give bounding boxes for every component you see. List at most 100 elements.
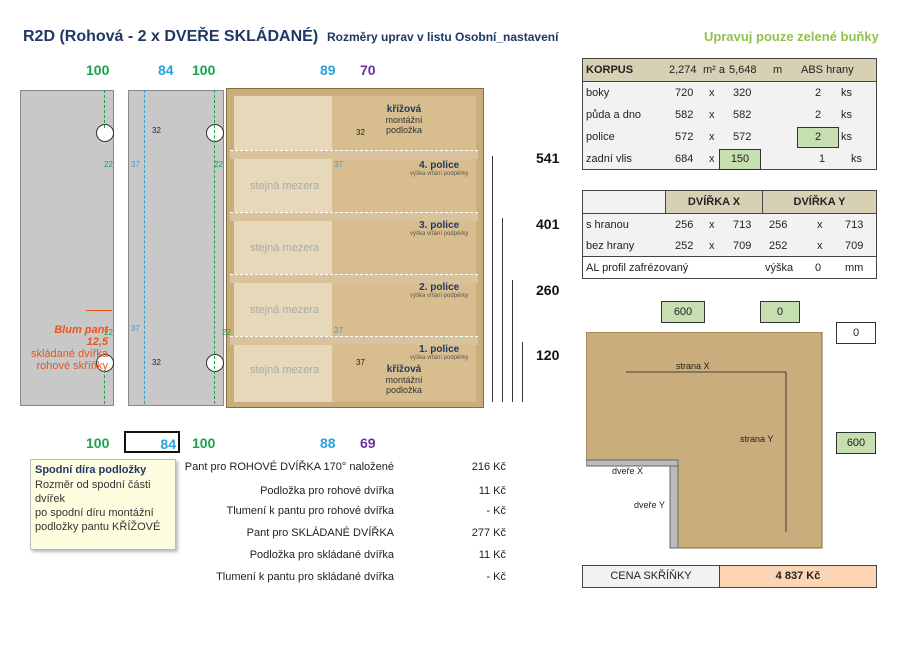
hinge-hole [96,124,114,142]
gap-label: stejná mezera [250,180,320,192]
zadni-vlis-input[interactable]: 150 [719,149,761,170]
strana-x-label: strana X [676,361,710,371]
height-line [502,218,503,402]
row-a: 720 [675,87,694,99]
dim-label: 22 [214,160,223,169]
row-x: x [709,153,715,165]
row-unit: ks [851,153,862,165]
dim-line [214,90,215,404]
row-ya: 256 [769,219,788,231]
top-num-3: 100 [192,62,216,78]
hinge-hole [206,354,224,372]
cabinet-side-view [234,96,332,402]
price-label: Tlumení k pantu pro skládané dvířka [216,571,394,583]
dim-label: 37 [334,326,343,335]
row-x: x [709,219,715,231]
dim-label: 37 [334,160,343,169]
height-line [492,156,493,402]
top-num-1: 100 [86,62,110,78]
podlozka-text: podložka [385,125,423,135]
shelf-sub: výška vrtání podpěrky [410,171,469,177]
shelf-name: 3. police [419,220,460,231]
dvere-x-panel [586,459,679,467]
hinge-hole [206,124,224,142]
info-title: Spodní díra podložky [35,464,147,476]
price-total-label: CENA SKŘÍŇKY [583,566,720,587]
price-value: - Kč [486,571,506,583]
door-panel-corner [20,90,114,406]
dim-label: 32 [152,358,161,367]
korpus-row: zadní vlis 684 x 150 1 ks [583,148,876,170]
plan-input-1[interactable]: 600 [661,301,705,323]
dvirka-x-header: DVÍŘKA X [665,191,763,213]
top-num-2: 84 [158,62,174,78]
dim-label: 22 [222,328,231,337]
korpus-row: boky 720 x 320 2 ks [583,82,876,104]
bottom-num-5: 69 [360,435,376,451]
row-unit: ks [841,109,852,121]
price-value: 11 Kč [478,485,506,497]
row-unit: ks [841,87,852,99]
bottom-num-4: 88 [320,435,336,451]
dim-label: 37 [131,324,140,333]
row-a: 572 [675,131,694,143]
price-total-row: CENA SKŘÍŇKY 4 837 Kč [582,565,877,588]
top-num-5: 70 [360,62,376,78]
dvirka-y-header: DVÍŘKA Y [763,191,876,213]
korpus-length: 5,648 [729,64,757,76]
subtitle: Rozměry uprav v listu Osobní_nastavení [327,30,559,44]
dvere-y-label: dveře Y [634,500,665,510]
shelf-sub: výška vrtání podpěrky [410,355,469,361]
shelf-label-3: 3. police výška vrtání podpěrky [410,220,468,237]
plan-input-3[interactable]: 0 [836,322,876,344]
blum-note-line: skládané dvířka [30,348,108,360]
plan-input-2[interactable]: 0 [760,301,800,323]
dim-label: 37 [356,358,365,367]
bottom-input-84[interactable]: 84 [124,431,180,453]
info-line: dvířek [35,493,65,505]
price-value: - Kč [486,505,506,517]
police-qty-input[interactable]: 2 [797,127,839,148]
row-x: x [709,87,715,99]
row-yb: 709 [845,240,864,252]
shelf-label-2: 2. police výška vrtání podpěrky [410,282,468,299]
al-height-label: výška [765,262,794,274]
row-qty: 1 [819,153,826,165]
blum-note: Blum pant 12,5 skládané dvířka rohové sk… [30,324,108,372]
dim-label: 32 [152,126,161,135]
info-line: po spodní díru montážní [35,507,154,519]
row-label: police [586,131,615,143]
dvirka-row: s hranou 256 x 713 256 x 713 [583,214,876,235]
height-shelf-1: 120 [536,347,560,363]
top-num-4: 89 [320,62,336,78]
row-qty: 2 [815,109,822,121]
strana-y-label: strana Y [740,434,774,444]
row-b: 320 [733,87,752,99]
dim-line [144,90,145,404]
blum-note-title: Blum pant 12,5 [54,324,108,348]
korpus-row: půda a dno 582 x 582 2 ks [583,104,876,126]
korpus-area: 2,274 [669,64,697,76]
price-value: 216 Kč [471,461,506,473]
shelf-sub: výška vrtání podpěrky [410,293,469,299]
dvere-x-label: dveře X [612,466,644,476]
row-label: bez hrany [586,240,635,252]
hinge-hole [96,354,114,372]
bottom-num-1: 100 [86,435,110,451]
info-line: Rozměr od spodní části [35,479,151,491]
shelf [230,336,478,345]
dim-label: 22 [104,160,113,169]
row-x: x [709,131,715,143]
krizova-text: křížová [386,104,422,115]
shelf [230,274,478,283]
cabinet-front-view [332,96,476,402]
plan-input-4[interactable]: 600 [836,432,876,454]
row-ya: 252 [769,240,788,252]
dim-label: 32 [356,128,365,137]
blum-note-line: rohové skříňky [36,360,108,372]
al-unit: mm [845,262,864,274]
dvirka-head: DVÍŘKA X DVÍŘKA Y [583,191,876,214]
montazni-text: montážní [385,115,423,125]
dim-label: 22 [104,328,113,337]
row-label: boky [586,87,610,99]
